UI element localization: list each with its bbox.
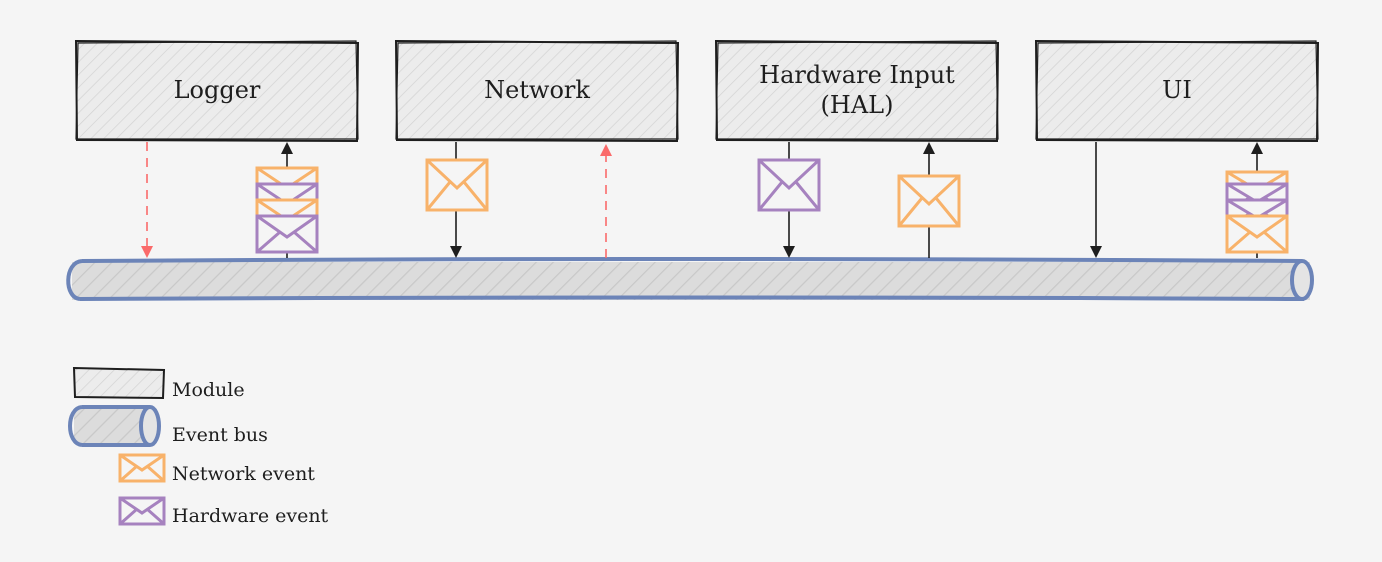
legend-label-hardware-event: Hardware event [172,505,329,527]
module-hal: Hardware Input (HAL) [714,39,1000,143]
arrowhead [281,142,293,154]
connection-bus-to-network [600,144,612,258]
legend: Module Event bus Network event Hardware … [68,366,329,527]
arrowhead [450,246,462,258]
envelope-network-module [425,158,489,212]
legend-item-module: Module [72,366,245,401]
envelope-icon [897,174,961,228]
module-label-network: Network [484,76,590,104]
legend-label-network-event: Network event [172,463,315,485]
envelope-icon [1225,214,1289,254]
envelope-icon [757,158,821,212]
envelope-icon [425,158,489,212]
legend-label-module: Module [172,379,245,401]
event-bus [66,257,1314,301]
connection-logger-to-bus [141,142,153,258]
arrowhead [783,246,795,258]
arrowhead [600,144,612,156]
module-label-hal-line1: Hardware Input [759,61,955,89]
envelope-hal-incoming [897,174,961,228]
arrowhead [141,246,153,258]
connection-ui-to-bus [1090,142,1102,258]
module-label-ui: UI [1162,76,1192,104]
module-network: Network [394,39,680,143]
legend-item-hardware-event: Hardware event [118,496,329,527]
arrowhead [923,142,935,154]
legend-label-event-bus: Event bus [172,424,268,446]
module-label-logger: Logger [174,76,261,104]
envelope-stack-logger [255,166,319,254]
envelope-stack-ui [1225,170,1289,254]
legend-item-event-bus: Event bus [68,405,268,447]
arrowhead [1090,246,1102,258]
envelope-icon [118,496,166,526]
module-logger: Logger [74,39,360,143]
module-ui: UI [1034,39,1320,143]
arrowhead [1251,142,1263,154]
envelope-icon [255,214,319,254]
module-label-hal-line2: (HAL) [821,91,894,119]
legend-item-network-event: Network event [118,453,315,485]
envelope-icon [118,453,166,483]
envelope-hal-outgoing [757,158,821,212]
